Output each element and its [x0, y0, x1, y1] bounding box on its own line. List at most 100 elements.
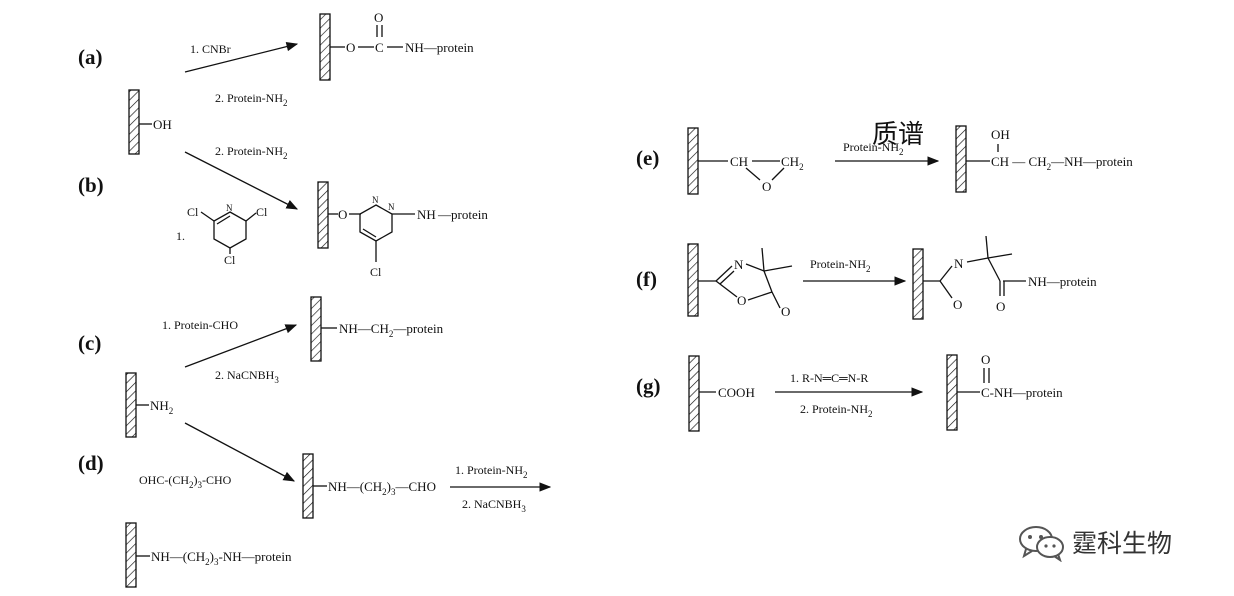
panel-b-product-cl: Cl	[370, 265, 382, 279]
panel-b: 2. Protein-NH2 (b) 1. Cl Cl Cl N O N N N…	[78, 144, 488, 279]
panel-a-step2: 2. Protein-NH2	[215, 91, 288, 108]
panel-b-product-tail: —protein	[437, 207, 488, 222]
panel-d-reagent-a: OHC-(CH	[139, 473, 189, 487]
panel-e-reagent-ch: CH	[730, 154, 748, 169]
panel-d-reagent-b: )	[194, 473, 198, 487]
amine-group-sub: 2	[169, 406, 174, 416]
panel-d-intermediate-sub2: 3	[391, 487, 396, 497]
panel-d-step1-main: 1. Protein-NH	[455, 463, 523, 477]
reagent-cl-right: Cl	[256, 205, 268, 219]
triazine-ring-reagent	[213, 211, 247, 249]
panel-d-final-b: )	[210, 549, 214, 564]
panel-g: (g) COOH 1. R-N═C═N-R 2. Protein-NH2 O C…	[636, 352, 1063, 432]
panel-d-final-c: -NH—protein	[219, 549, 292, 564]
panel-a-support-bead	[319, 13, 331, 81]
panel-e-reagent-ch2: CH2	[781, 154, 804, 172]
panel-e-reagent-ch2-sub: 2	[799, 162, 804, 172]
panel-b-product-nh: NH	[417, 207, 436, 222]
panel-d-intermediate-a: NH—(CH	[328, 479, 382, 494]
panel-a-step1: 1. CNBr	[190, 42, 231, 56]
panel-b-support-bead	[317, 181, 329, 249]
panel-c-support-bead	[310, 296, 322, 362]
panel-b-step2-sub: 2	[283, 151, 288, 161]
wechat-icon	[1019, 526, 1064, 562]
overlay-caption: 质谱	[872, 120, 925, 150]
panel-e-product-oh: OH	[991, 127, 1010, 142]
panel-d-final-sub: 2	[205, 557, 210, 567]
azlactone-c2-n-double	[719, 270, 735, 285]
panel-b-step2: 2. Protein-NH2	[215, 144, 288, 161]
reagent-ring-n-top: N	[226, 203, 233, 213]
panel-f-product-o1: O	[953, 297, 962, 312]
panel-e-arrow-sub: 2	[899, 147, 904, 157]
panel-e-product: CH — CH2—NH—protein	[991, 154, 1133, 172]
panel-c-step1: 1. Protein-CHO	[162, 318, 238, 332]
panel-f-label: (f)	[636, 267, 657, 291]
panel-f-product-methyl-1	[985, 235, 989, 259]
panel-b-arrow	[184, 151, 299, 210]
panel-g-product-tail: C-NH—protein	[981, 385, 1063, 400]
amine-support: NH2	[125, 372, 174, 438]
watermark-label: 霆科生物	[1072, 529, 1173, 558]
panel-b-label: (b)	[78, 173, 104, 197]
panel-c-product-sub: 2	[389, 329, 394, 339]
panel-e-product-tail: —NH—protein	[1050, 154, 1133, 169]
panel-g-reagent: COOH	[718, 385, 755, 400]
panel-d-final: NH—(CH2)3-NH—protein	[151, 549, 292, 567]
panel-d-final-sub2: 3	[214, 557, 219, 567]
panel-e-label: (e)	[636, 146, 659, 170]
panel-a-step2-sub: 2	[283, 98, 288, 108]
panel-e-support-bead	[687, 127, 699, 195]
panel-g-product-o: O	[981, 352, 990, 367]
panel-f-product-c-o	[939, 280, 953, 299]
panel-f: (f) N O O Protein-NH2 N O O NH—pro	[636, 235, 1097, 320]
panel-f-product-o2: O	[996, 299, 1005, 314]
panel-a: (a) 1. CNBr 2. Protein-NH2 O C O NH—prot…	[78, 10, 474, 108]
panel-d-reagent: OHC-(CH2)3-CHO	[139, 473, 232, 490]
amine-support-bead	[125, 372, 137, 438]
panel-d-intermediate-sub: 2	[382, 487, 387, 497]
azlactone-c5-o	[747, 291, 773, 301]
panel-f-product-tail: NH—protein	[1028, 274, 1097, 289]
panel-d-reagent-c: -CHO	[202, 473, 232, 487]
panel-a-step2-main: 2. Protein-NH	[215, 91, 283, 105]
panel-d-step1: 1. Protein-NH2	[455, 463, 528, 480]
panel-a-label: (a)	[78, 45, 103, 69]
product-ring-n-top: N	[372, 195, 379, 205]
panel-f-product-n-c	[966, 257, 989, 263]
panel-g-step2-main: 2. Protein-NH	[800, 402, 868, 416]
azlactone-c2-n	[715, 265, 733, 282]
panel-f-reagent-o: O	[781, 304, 790, 319]
panel-d-step2: 2. NaCNBH3	[462, 497, 526, 514]
reagent-cl-bottom: Cl	[224, 253, 236, 267]
panel-d-reagent-sub2: 3	[198, 480, 203, 490]
panel-g-product-bead	[946, 354, 958, 431]
hydroxyl-support-bead	[128, 89, 140, 155]
panel-e: (e) CH O CH2 Protein-NH2 OH CH — CH2—NH—…	[636, 125, 1133, 195]
panel-a-product-c: C	[375, 40, 384, 55]
azlactone-methyl-2	[763, 265, 793, 272]
panel-d-final-a: NH—(CH	[151, 549, 205, 564]
panel-c-product: NH—CH2—protein	[339, 321, 444, 339]
panel-a-carbonyl-o: O	[374, 10, 383, 25]
panel-d-step1-sub: 2	[523, 470, 528, 480]
panel-c-step2-main: 2. NaCNBH	[215, 368, 275, 382]
triazine-reagent-inner-bond	[216, 215, 231, 225]
azlactone-c4-c5	[763, 270, 773, 293]
panel-f-product-bead	[912, 248, 924, 320]
panel-f-reagent-n: N	[734, 257, 744, 272]
panel-f-arrow-sub: 2	[866, 264, 871, 274]
panel-c: 1. Protein-CHO 2. NaCNBH3 (c) NH—CH2—pro…	[78, 296, 444, 385]
panel-c-label: (c)	[78, 331, 101, 355]
panel-f-product-c-n	[939, 265, 953, 282]
panel-b-product-o: O	[338, 207, 347, 222]
panel-f-reagent-o-ring: O	[737, 293, 746, 308]
panel-d-final-bead	[125, 522, 137, 588]
panel-f-product-c-c	[987, 257, 1001, 282]
watermark: 霆科生物	[1012, 520, 1212, 564]
azlactone-o-c2	[715, 280, 738, 298]
panel-f-support-bead	[687, 243, 699, 317]
panel-c-product-tail: —protein	[392, 321, 443, 336]
azlactone-carbonyl	[771, 291, 781, 309]
